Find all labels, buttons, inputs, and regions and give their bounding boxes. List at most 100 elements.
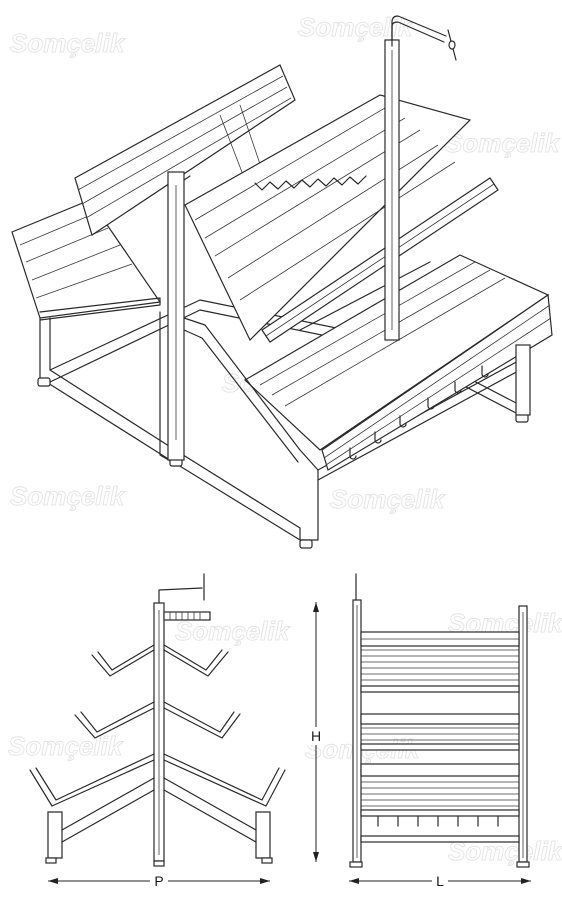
shelf-lower-left xyxy=(11,199,162,321)
top-arm-inner xyxy=(391,21,445,47)
hook xyxy=(481,365,489,378)
front-middle-shelf xyxy=(360,713,520,725)
shelf-support xyxy=(219,114,246,181)
top-arm xyxy=(391,15,447,41)
shelf-slat xyxy=(81,86,288,205)
side-lower-left-shelf-inner xyxy=(35,753,155,801)
shelf-slat xyxy=(19,211,99,246)
shelf-slat xyxy=(325,317,552,466)
depth-arrow-right xyxy=(260,878,270,884)
length-arrow-right xyxy=(521,878,531,884)
height-arrow-bottom xyxy=(313,852,319,862)
right-end-post xyxy=(515,344,531,416)
shelf-serrated-edge xyxy=(254,175,367,191)
side-middle-left-arm xyxy=(74,707,155,739)
top-arm-knob xyxy=(448,40,456,50)
depth-arrow-left xyxy=(48,878,58,884)
hook xyxy=(374,431,382,444)
upright-side xyxy=(183,175,191,181)
watermark-text: Somçelik xyxy=(10,481,126,511)
front-base-rail xyxy=(360,835,520,843)
side-lower-right-shelf-inner xyxy=(163,753,280,801)
foot xyxy=(37,377,51,387)
shelf-slat xyxy=(227,144,439,279)
shelf-slat xyxy=(204,117,406,239)
front-hooks xyxy=(377,815,499,827)
base-front-left-rail-inner xyxy=(49,317,301,529)
front-foot xyxy=(516,861,530,868)
front-middle-shelf-lip xyxy=(360,743,520,751)
base-right-rail-2 xyxy=(317,369,521,481)
side-foot xyxy=(153,860,165,867)
height-label: H xyxy=(311,728,321,744)
side-middle-right-arm-inner xyxy=(163,701,235,733)
watermark-text: Somçelik xyxy=(10,28,126,58)
length-arrow-left xyxy=(349,878,359,884)
side-right-brace xyxy=(163,777,257,831)
length-dimension: L xyxy=(349,873,531,889)
shelf-slat xyxy=(85,97,292,219)
shelf-lower-right xyxy=(243,254,553,471)
hook xyxy=(427,397,435,410)
hooks xyxy=(349,365,489,460)
side-left-brace-inner xyxy=(61,789,155,843)
side-lower-left-shelf xyxy=(29,759,155,807)
side-upper-left-arm xyxy=(91,649,155,677)
shelf-slat xyxy=(31,244,121,281)
shelf-slat xyxy=(77,75,284,191)
watermark-text: Somçelik xyxy=(445,128,561,158)
base-back-rail xyxy=(49,299,396,371)
front-upright xyxy=(167,171,191,461)
side-upper-left-arm-inner xyxy=(97,644,155,671)
side-right-brace-inner xyxy=(163,789,257,843)
shelf-slat xyxy=(265,183,495,337)
hook xyxy=(349,447,357,460)
side-lower-right-shelf xyxy=(163,759,286,807)
side-left-brace xyxy=(61,777,155,831)
side-view: P xyxy=(29,573,286,889)
front-top-shelf-lip xyxy=(360,685,520,693)
shelf-slat xyxy=(194,104,391,221)
isometric-view xyxy=(11,15,553,549)
shelf-slat xyxy=(271,269,491,396)
base-cross-rail xyxy=(299,261,431,331)
side-foot xyxy=(45,857,57,864)
front-lower-shelf-lip xyxy=(360,809,520,817)
hook xyxy=(399,415,407,428)
watermark-layer: Somçelik Somçelik Somçelik Somçelik Somç… xyxy=(8,12,562,867)
front-foot xyxy=(349,861,363,868)
front-middle-slats xyxy=(361,727,519,741)
side-foot xyxy=(261,857,273,864)
shelf-upper-left xyxy=(74,64,296,236)
shelf-slat xyxy=(284,277,506,407)
shelf-slat xyxy=(323,304,551,459)
base-front-right-post xyxy=(299,469,319,541)
shelf-slat xyxy=(35,263,133,299)
leg-slope-inner xyxy=(183,329,299,463)
height-label-bg xyxy=(306,727,326,745)
depth-label-bg xyxy=(150,873,168,889)
side-middle-right-arm xyxy=(163,707,241,739)
hook xyxy=(454,381,462,394)
watermark-text: Somçelik xyxy=(8,731,124,761)
side-middle-left-arm-inner xyxy=(80,701,155,733)
right-leg-frame xyxy=(183,317,319,471)
front-lower-shelf xyxy=(360,763,520,777)
depth-label: P xyxy=(154,873,163,889)
shelf-front-rack xyxy=(321,293,553,471)
side-top-bracket-ticks xyxy=(169,612,201,620)
front-top-slats xyxy=(361,649,519,681)
height-dimension: H xyxy=(306,602,326,862)
base-front-left-rail xyxy=(39,317,301,541)
foot xyxy=(299,539,313,549)
watermark-text: Somçelik xyxy=(330,484,446,514)
front-lower-slats xyxy=(361,781,519,807)
shelf-support xyxy=(239,104,263,171)
shelf-slat xyxy=(239,161,456,301)
shelf-front-lip xyxy=(39,297,161,321)
front-view: L xyxy=(349,573,531,889)
length-label: L xyxy=(436,873,444,889)
side-left-leg xyxy=(47,811,63,859)
